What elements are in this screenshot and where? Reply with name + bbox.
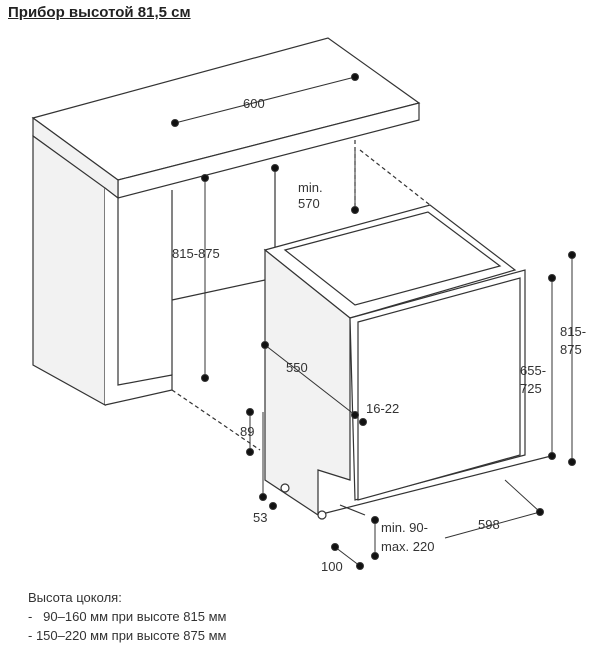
dim-min-depth: 570 [298,196,320,211]
dim-niche-height: 815-875 [172,246,220,261]
dim-plinth-offset: 53 [253,510,267,525]
hidden-line [171,389,261,451]
legend-heading: Высота цоколя: [28,590,122,605]
foot [317,510,327,520]
dim-plinth-min: min. 90- [381,520,428,535]
dim-plinth-cutout: 89 [240,424,254,439]
foot [280,483,290,493]
dim-plinth-depth: 100 [321,559,343,574]
plinth-line [339,504,366,516]
dim-total-height-2: 875 [560,342,582,357]
dim-width: 598 [478,517,500,532]
hidden-line [359,149,431,206]
cabinet [31,37,431,451]
dim-door-thickness: 16-22 [366,401,399,416]
dim-min-label: min. [298,180,323,195]
dim-door-height-1: 655- [520,363,546,378]
dim-depth: 550 [286,360,308,375]
dishwasher [263,204,556,520]
cabinet-side-front [104,187,173,406]
dimension-lines [171,73,576,570]
dim-countertop-width: 600 [243,96,265,111]
dishwasher-door [357,277,521,501]
legend-item: - 90–160 мм при высоте 815 мм [28,609,227,624]
dimension-labels: 600 min. 570 815-875 550 16-22 815- 875 … [172,96,586,574]
dishwasher-top-inner [283,211,502,306]
legend-item: - 150–220 мм при высоте 875 мм [28,628,227,643]
back-line [171,279,266,301]
dim-total-height-1: 815- [560,324,586,339]
dim-door-height-2: 725 [520,381,542,396]
plinth-line [317,454,556,516]
dim-plinth-max: max. 220 [381,539,434,554]
page-title: Прибор высотой 81,5 см [8,4,191,21]
